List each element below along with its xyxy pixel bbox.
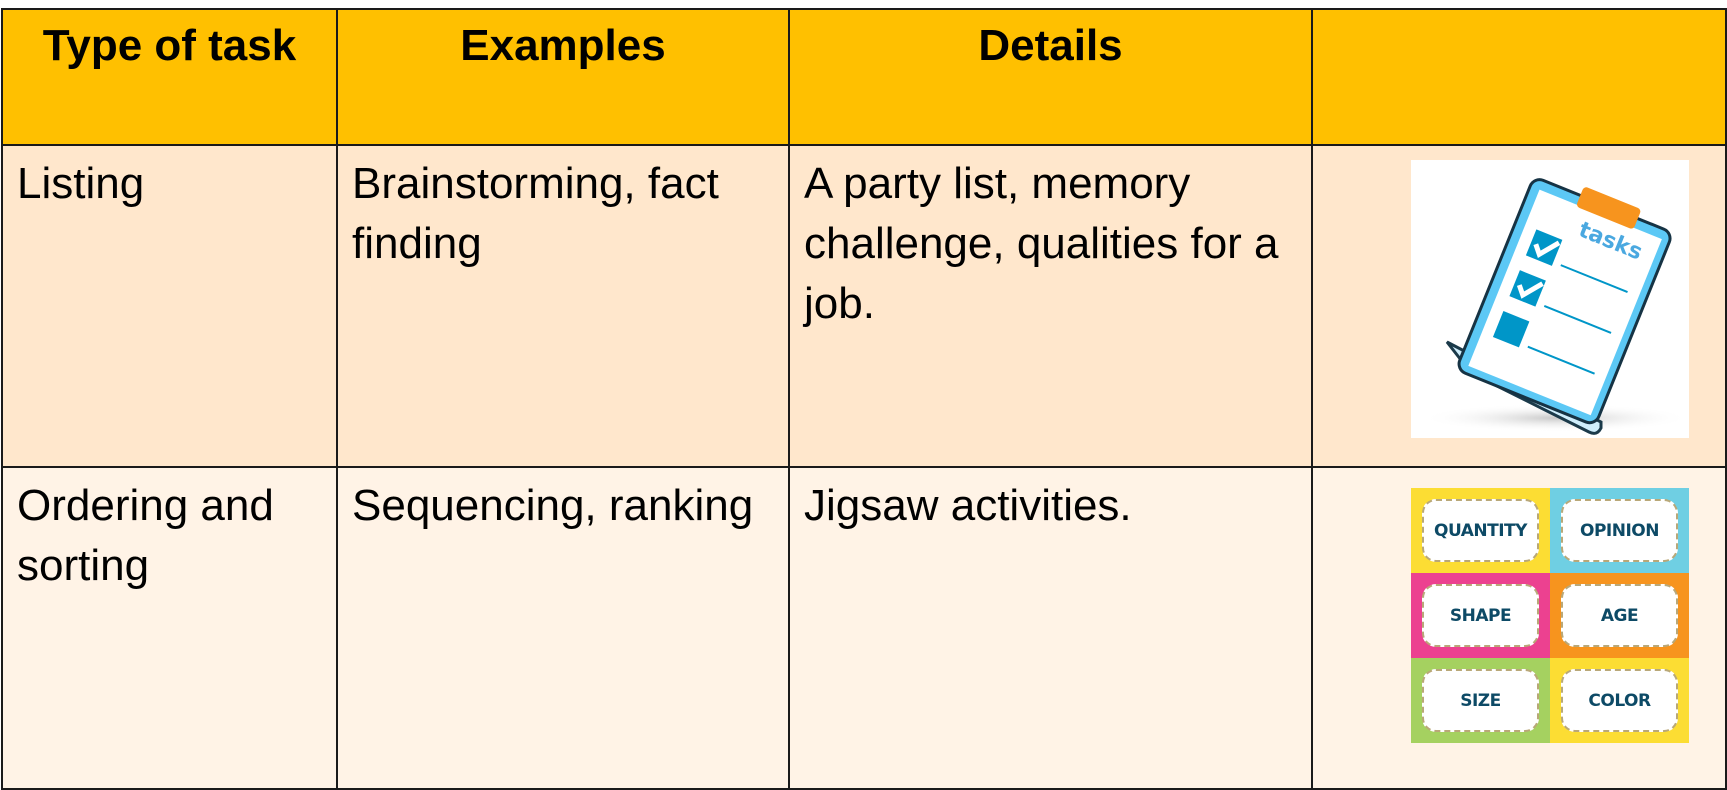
header-examples: Examples bbox=[336, 8, 790, 146]
card-age: AGE bbox=[1550, 573, 1689, 658]
card-opinion: OPINION bbox=[1550, 488, 1689, 573]
table-row: Ordering and sorting Sequencing, ranking… bbox=[1, 466, 1727, 790]
header-details: Details bbox=[788, 8, 1313, 146]
clipboard-tasks-icon: tasks bbox=[1411, 160, 1691, 438]
task-types-table: Type of task Examples Details Listing Br… bbox=[1, 8, 1727, 790]
card-color: COLOR bbox=[1550, 658, 1689, 743]
header-image bbox=[1311, 8, 1727, 146]
cell-examples: Brainstorming, fact finding bbox=[336, 144, 790, 468]
card-shape: SHAPE bbox=[1411, 573, 1550, 658]
cell-details: Jigsaw activities. bbox=[788, 466, 1313, 790]
cell-image: QUANTITY OPINION SHAPE AGE SIZE COLOR bbox=[1311, 466, 1727, 790]
table-row: Listing Brainstorming, fact finding A pa… bbox=[1, 144, 1727, 468]
cell-image: tasks bbox=[1311, 144, 1727, 468]
cell-type: Listing bbox=[1, 144, 338, 468]
word-cards-icon: QUANTITY OPINION SHAPE AGE SIZE COLOR bbox=[1411, 488, 1689, 743]
card-quantity: QUANTITY bbox=[1411, 488, 1550, 573]
header-type-of-task: Type of task bbox=[1, 8, 338, 146]
card-size: SIZE bbox=[1411, 658, 1550, 743]
cell-examples: Sequencing, ranking bbox=[336, 466, 790, 790]
cell-details: A party list, memory challenge, qualitie… bbox=[788, 144, 1313, 468]
cell-type: Ordering and sorting bbox=[1, 466, 338, 790]
header-row: Type of task Examples Details bbox=[1, 8, 1727, 146]
